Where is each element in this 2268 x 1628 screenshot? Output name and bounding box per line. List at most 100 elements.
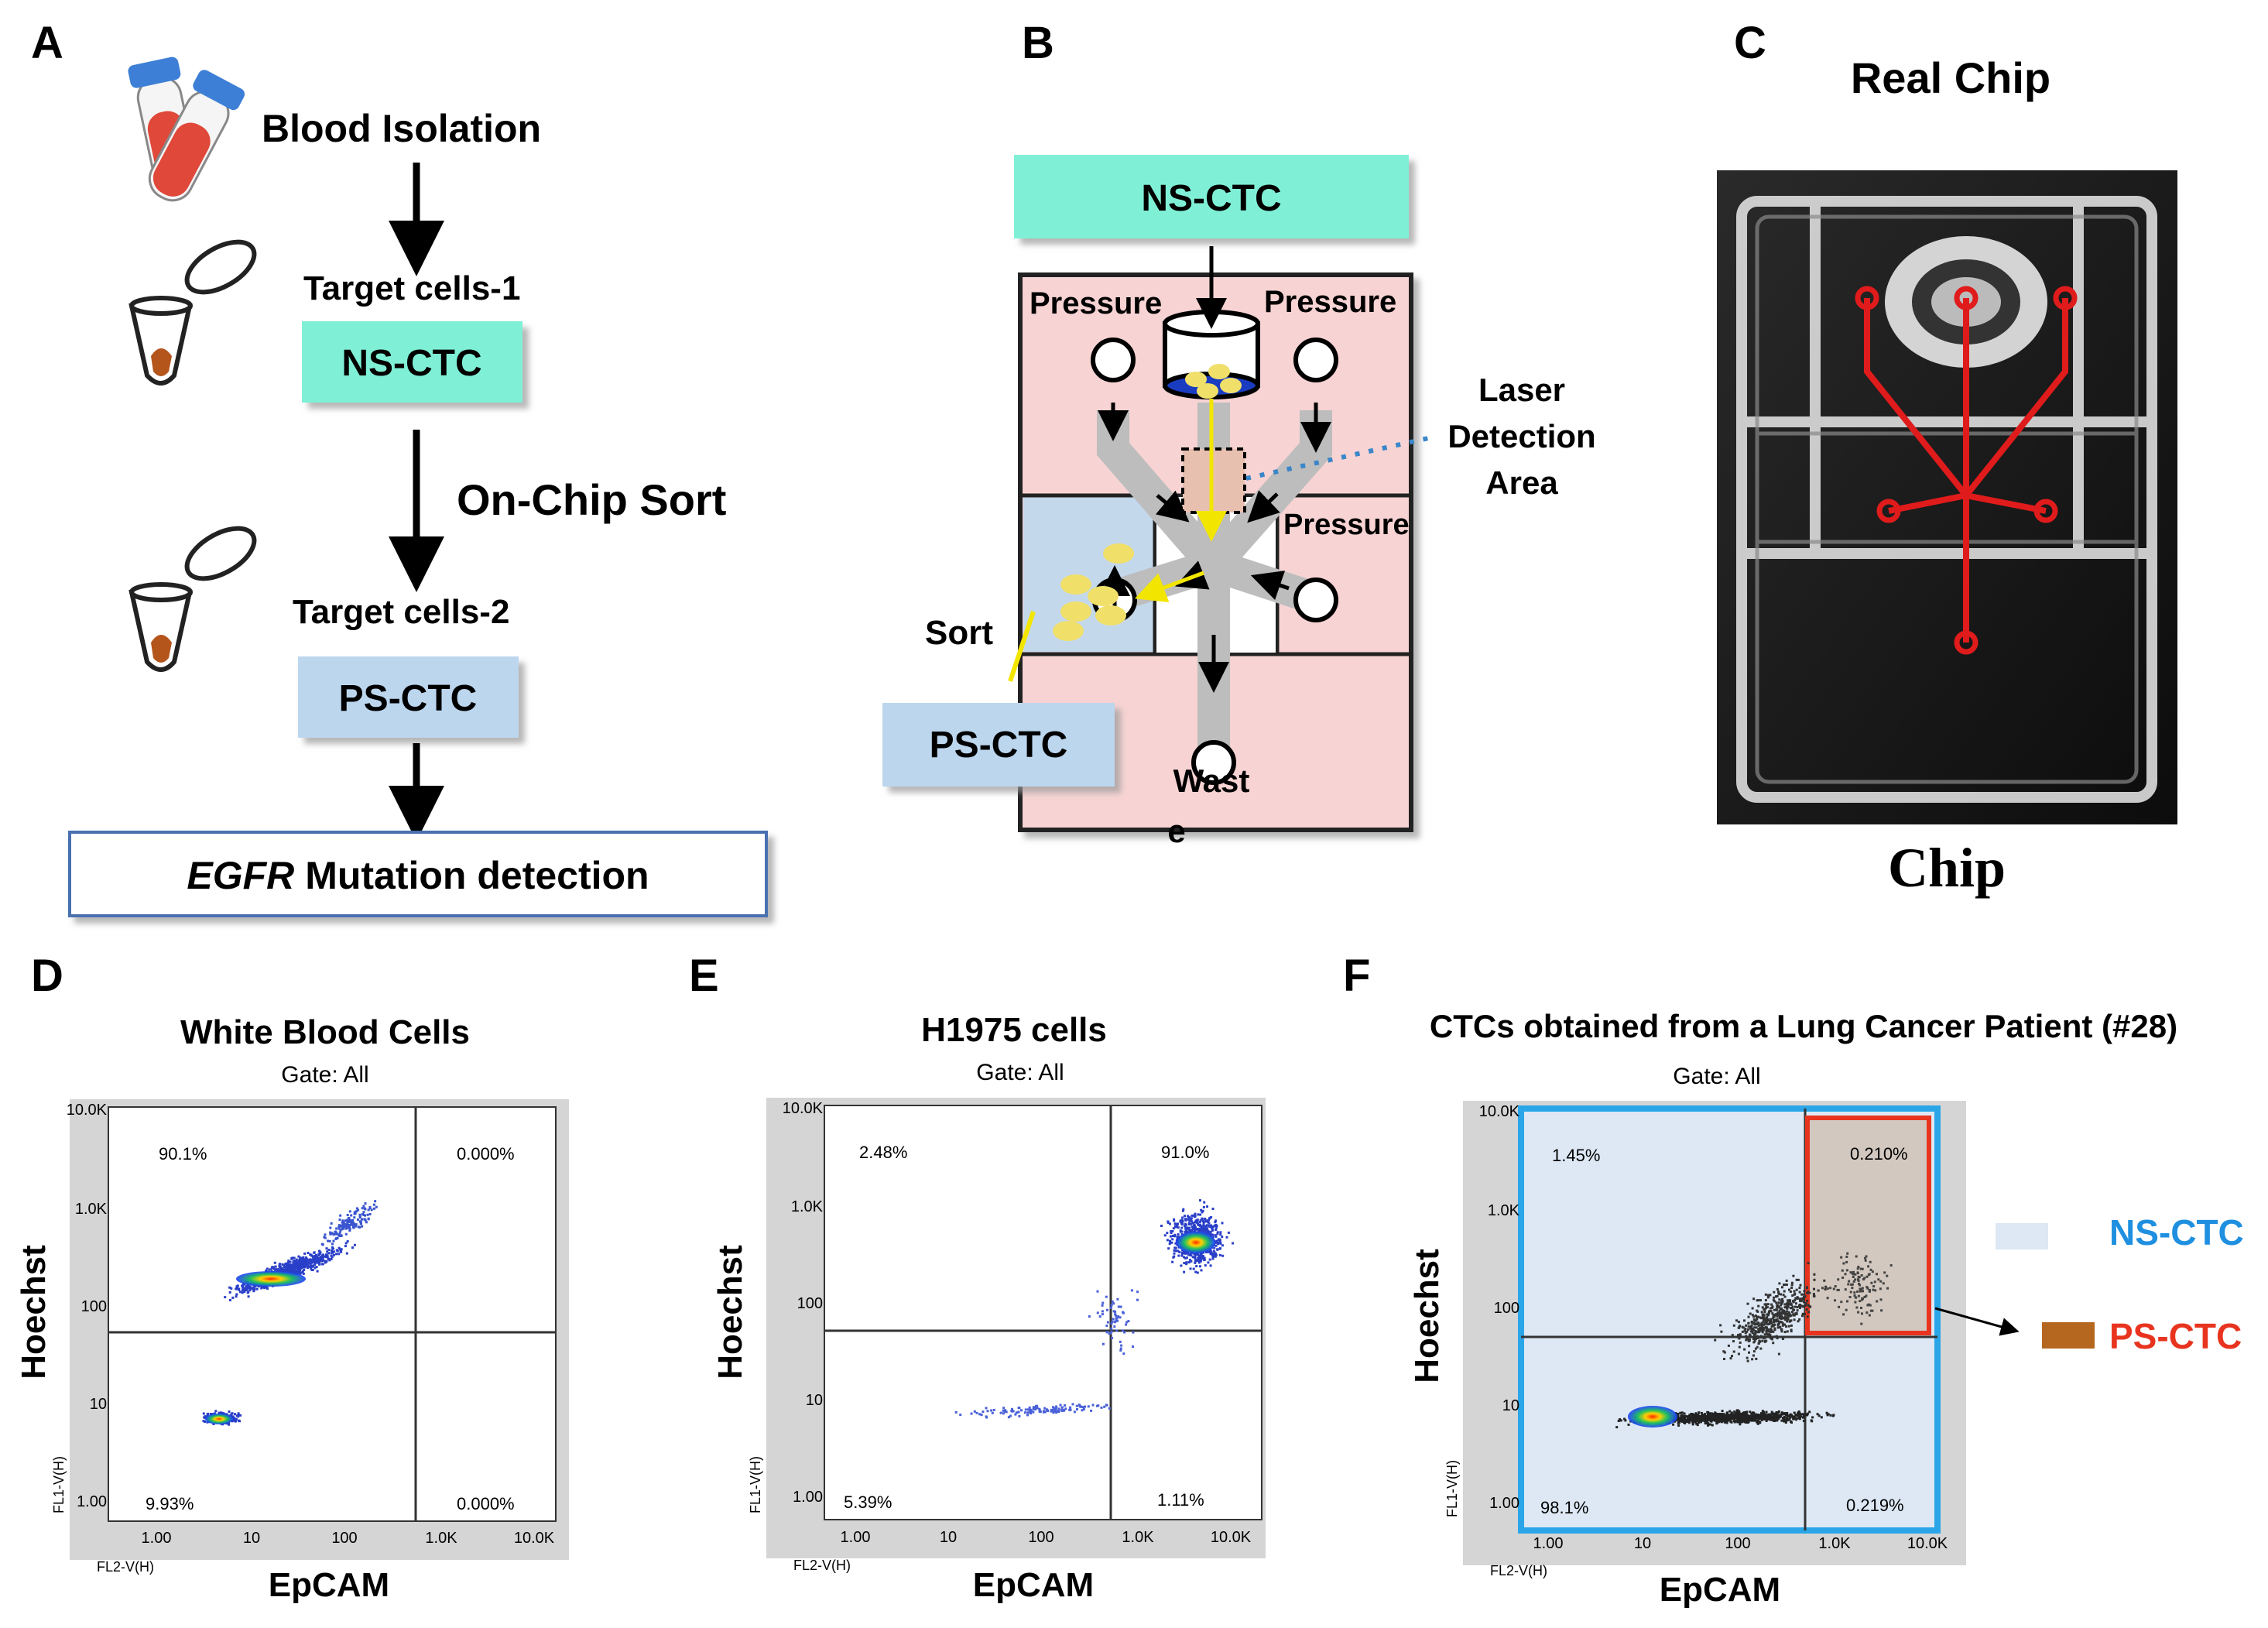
- pressure-label-left: Pressure: [1030, 286, 1162, 320]
- panel-f-xtick-3: 100: [1725, 1535, 1750, 1552]
- scatter-dot: [1777, 1292, 1780, 1295]
- scatter-dot: [235, 1285, 238, 1288]
- scatter-dot: [214, 1410, 218, 1413]
- scatter-dot: [1804, 1312, 1806, 1315]
- scatter-dot: [375, 1205, 378, 1208]
- scatter-dot: [1813, 1273, 1816, 1276]
- scatter-dot: [1703, 1418, 1705, 1421]
- scatter-dot: [1219, 1242, 1222, 1245]
- scatter-dot: [1775, 1335, 1778, 1338]
- scatter-dot: [1225, 1236, 1228, 1239]
- scatter-dot: [286, 1269, 288, 1272]
- scatter-dot: [1171, 1235, 1174, 1237]
- scatter-dot: [1775, 1411, 1778, 1414]
- scatter-dot: [1743, 1329, 1746, 1332]
- scatter-dot: [309, 1265, 312, 1268]
- scatter-dot: [313, 1262, 317, 1265]
- scatter-dot: [1844, 1273, 1847, 1276]
- scatter-dot: [360, 1222, 362, 1225]
- scatter-dot: [1120, 1344, 1123, 1347]
- scatter-dot: [1751, 1414, 1754, 1417]
- scatter-dot: [1009, 1414, 1012, 1417]
- scatter-dot: [1757, 1342, 1760, 1345]
- scatter-dot: [1677, 1417, 1680, 1419]
- scatter-dot: [1806, 1414, 1809, 1417]
- scatter-dot: [1702, 1414, 1705, 1417]
- scatter-dot: [1735, 1411, 1739, 1414]
- scatter-dot: [1068, 1408, 1071, 1411]
- scatter-dot: [1211, 1208, 1215, 1210]
- scatter-dot: [241, 1289, 244, 1292]
- scatter-dot: [1732, 1413, 1734, 1416]
- panel-d-ytick-5: 10.0K: [67, 1102, 108, 1119]
- scatter-dot: [1783, 1303, 1787, 1306]
- scatter-dot: [1052, 1406, 1055, 1409]
- scatter-dot: [1786, 1310, 1789, 1313]
- scatter-dot: [1882, 1282, 1885, 1285]
- scatter-dot: [255, 1287, 259, 1290]
- scatter-dot: [286, 1261, 289, 1264]
- scatter-dot: [1790, 1304, 1793, 1306]
- scatter-dot: [1861, 1312, 1863, 1315]
- scatter-dot: [344, 1227, 348, 1230]
- scatter-dot: [362, 1205, 365, 1208]
- scatter-dot: [1750, 1321, 1753, 1324]
- scatter-dot: [1863, 1296, 1866, 1298]
- scatter-dot: [1745, 1338, 1748, 1342]
- scatter-dot: [1755, 1416, 1758, 1419]
- scatter-dot: [1799, 1299, 1801, 1302]
- scatter-dot: [1115, 1329, 1119, 1332]
- scatter-dot: [1791, 1311, 1794, 1314]
- scatter-dot: [1766, 1332, 1769, 1335]
- scatter-dot: [1209, 1253, 1212, 1255]
- scatter-dot: [1171, 1238, 1174, 1241]
- panel-f-ytick-2: 10: [1502, 1397, 1519, 1414]
- scatter-dot: [351, 1246, 354, 1249]
- scatter-dot: [1684, 1418, 1687, 1421]
- scatter-dot: [1184, 1256, 1187, 1260]
- scatter-dot: [1758, 1340, 1761, 1343]
- scatter-dot: [290, 1263, 293, 1266]
- scatter-dot: [1751, 1332, 1754, 1335]
- scatter-dot: [1688, 1417, 1691, 1420]
- panel-f-ychannel: FL1-V(H): [1444, 1460, 1460, 1517]
- scatter-dot: [1800, 1298, 1804, 1301]
- scatter-dot: [1776, 1288, 1779, 1290]
- real-chip-title: Real Chip: [1851, 53, 2050, 102]
- scatter-dot: [1215, 1229, 1218, 1231]
- scatter-dot: [1026, 1411, 1030, 1414]
- scatter-dot: [1121, 1329, 1124, 1332]
- scatter-dot: [331, 1252, 334, 1255]
- scatter-dot: [1197, 1256, 1200, 1260]
- scatter-dot: [1209, 1230, 1212, 1233]
- scatter-dot: [1803, 1295, 1805, 1298]
- scatter-dot: [1874, 1289, 1877, 1292]
- scatter-dot: [1788, 1299, 1791, 1302]
- scatter-dot: [973, 1410, 976, 1413]
- scatter-dot: [1185, 1223, 1187, 1226]
- scatter-dot: [296, 1270, 299, 1273]
- scatter-dot: [1752, 1338, 1755, 1340]
- scatter-dot: [242, 1283, 245, 1286]
- scatter-dot: [1194, 1270, 1197, 1273]
- scatter-dot: [1781, 1286, 1783, 1289]
- scatter-dot: [1781, 1338, 1784, 1340]
- scatter-dot: [1746, 1410, 1749, 1414]
- scatter-dot: [1772, 1342, 1775, 1345]
- panel-letter-e: E: [689, 951, 719, 1001]
- scatter-dot: [342, 1225, 345, 1228]
- scatter-dot: [270, 1266, 273, 1270]
- scatter-dot: [1780, 1330, 1783, 1333]
- scatter-dot: [1776, 1304, 1779, 1307]
- scatter-dot: [1773, 1419, 1776, 1422]
- scatter-dot: [1824, 1285, 1828, 1288]
- scatter-dot: [1766, 1328, 1769, 1331]
- scatter-dot: [1200, 1269, 1203, 1272]
- scatter-dot: [1179, 1230, 1182, 1233]
- scatter-dot: [1754, 1419, 1757, 1422]
- scatter-dot: [1187, 1227, 1190, 1230]
- ns-ctc-label-a: NS-CTC: [341, 343, 481, 384]
- scatter-dot: [1860, 1290, 1863, 1293]
- scatter-dot: [1869, 1260, 1872, 1263]
- scatter-dot: [1200, 1255, 1203, 1258]
